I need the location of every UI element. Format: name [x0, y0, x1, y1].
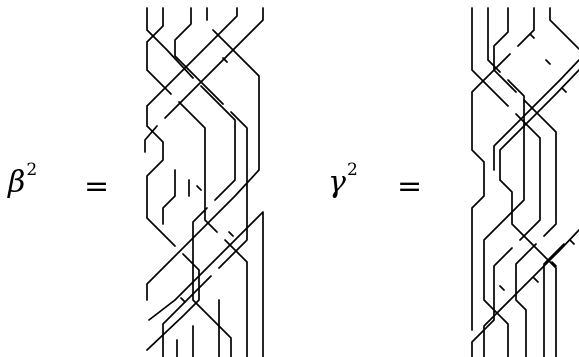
beta-symbol: β: [8, 165, 26, 200]
equals-sign-beta: =: [84, 169, 110, 204]
gamma-braid-gap-mark-1: [499, 33, 575, 291]
beta-braid-strand-4: [146, 7, 264, 357]
gamma-exponent: 2: [346, 160, 358, 180]
beta-squared-label: β2: [8, 162, 37, 200]
beta-braid-strand-1: [146, 7, 236, 357]
equals-sign-gamma: =: [397, 169, 423, 204]
gamma-braid-strand-1: [471, 7, 541, 357]
gamma-braid-strand-5: [499, 7, 579, 357]
gamma-squared-braid-diagram: [471, 7, 579, 357]
gamma-braid-strand-3: [493, 7, 557, 357]
gamma-symbol: γ: [328, 165, 346, 200]
gamma-squared-label: γ2: [328, 162, 358, 200]
beta-exponent: 2: [26, 160, 38, 180]
beta-braid-strand-6: [144, 7, 264, 357]
beta-braid-strand-2: [146, 7, 248, 357]
beta-braid-gap-mark-1: [180, 57, 234, 303]
gamma-braid-strand-4: [471, 7, 557, 357]
beta-squared-braid-diagram: [144, 7, 264, 357]
gamma-braid-strand-6: [483, 59, 579, 357]
beta-braid-strand-5: [146, 7, 238, 351]
